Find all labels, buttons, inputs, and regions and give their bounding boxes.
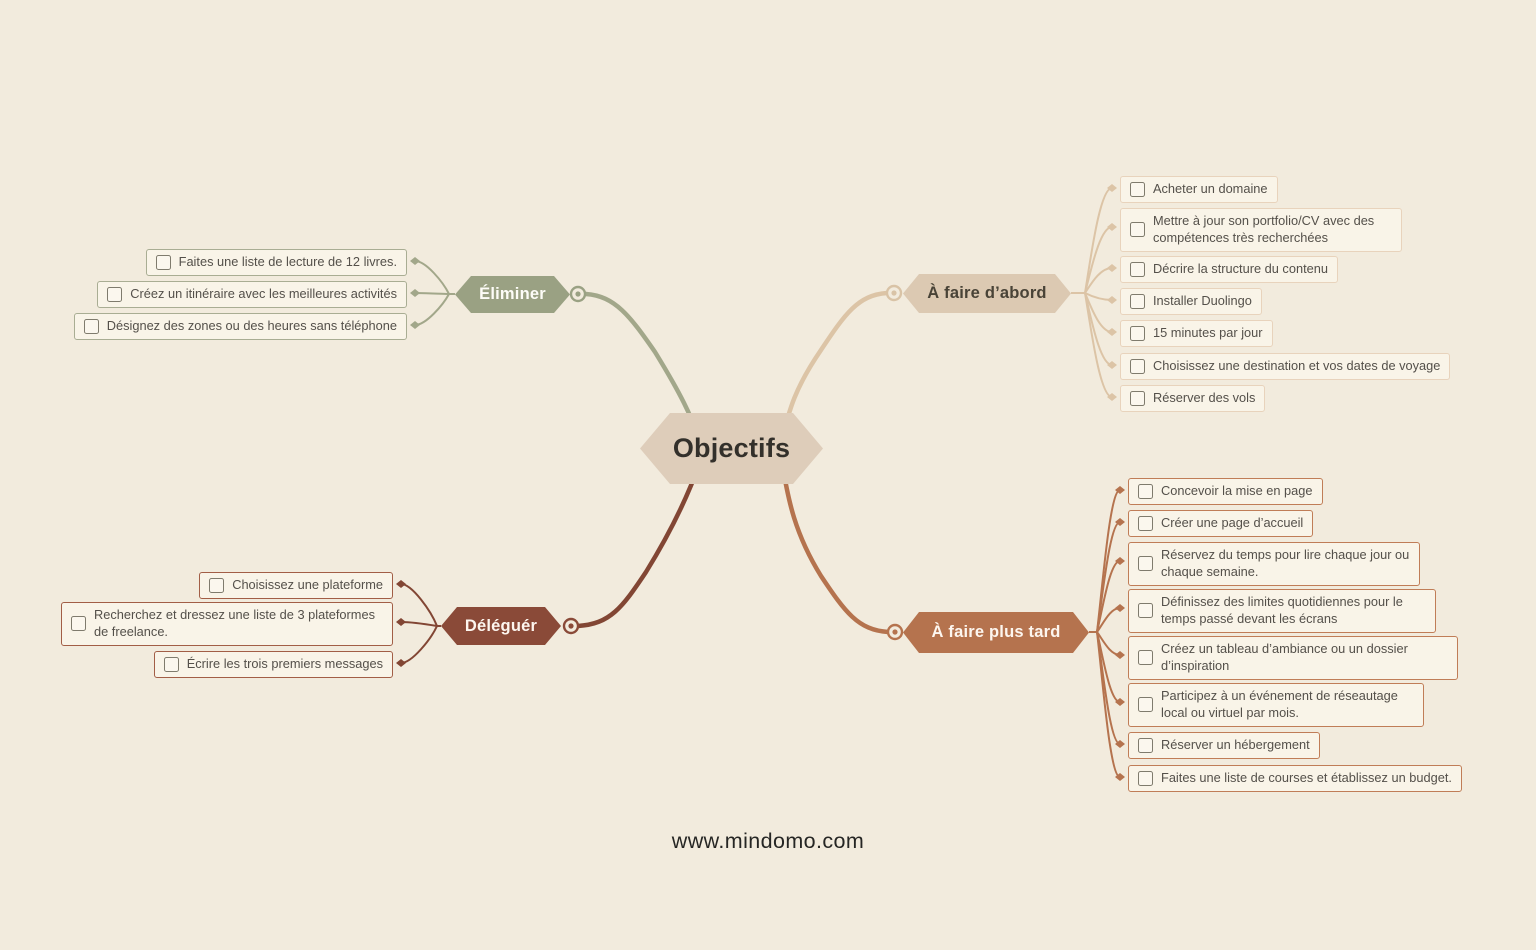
checkbox-icon[interactable] bbox=[83, 318, 99, 334]
branch-node-deleguer[interactable]: Déléguér bbox=[441, 607, 561, 645]
checkbox-icon[interactable] bbox=[1130, 293, 1145, 309]
task-label: Décrire la structure du contenu bbox=[1153, 261, 1328, 276]
collapse-indicator-deleguer[interactable] bbox=[562, 617, 580, 635]
checkbox-icon[interactable] bbox=[163, 656, 179, 672]
task-label: Faites une liste de courses et établisse… bbox=[1161, 770, 1452, 785]
connector-diamonds-a-faire-plus-tard bbox=[1115, 486, 1125, 781]
trunk-a-faire-dabord bbox=[779, 290, 890, 443]
checkbox-icon[interactable] bbox=[209, 577, 225, 593]
collapse-indicator-a-faire-plus-tard[interactable] bbox=[886, 623, 904, 641]
task-label: Réserver des vols bbox=[1153, 390, 1256, 405]
branch-node-a-faire-dabord[interactable]: À faire d’abord bbox=[903, 274, 1071, 313]
task-label: 15 minutes par jour bbox=[1153, 325, 1263, 340]
task-item[interactable]: 15 minutes par jour bbox=[1120, 320, 1273, 347]
checkbox-icon[interactable] bbox=[1138, 770, 1153, 786]
task-label: Concevoir la mise en page bbox=[1161, 483, 1313, 498]
central-topic-label: Objectifs bbox=[672, 433, 791, 463]
task-item[interactable]: Décrire la structure du contenu bbox=[1120, 256, 1338, 283]
checkbox-icon[interactable] bbox=[155, 254, 171, 270]
branch-label: À faire plus tard bbox=[931, 623, 1061, 641]
branch-label: Déléguér bbox=[464, 616, 538, 635]
connector-diamonds-eliminer bbox=[410, 257, 420, 329]
checkbox-icon[interactable] bbox=[1130, 325, 1145, 341]
checkbox-icon[interactable] bbox=[1138, 556, 1153, 572]
checkbox-icon[interactable] bbox=[1130, 261, 1145, 277]
task-item[interactable]: Concevoir la mise en page bbox=[1128, 478, 1323, 505]
task-label: Recherchez et dressez une liste de 3 pla… bbox=[94, 607, 375, 639]
trunk-deleguer bbox=[575, 459, 703, 629]
connector-diamonds-deleguer bbox=[396, 580, 406, 667]
task-label: Écrire les trois premiers messages bbox=[186, 656, 383, 671]
task-item[interactable]: Installer Duolingo bbox=[1120, 288, 1262, 315]
task-item[interactable]: Réserver des vols bbox=[1120, 385, 1266, 412]
task-label: Acheter un domaine bbox=[1153, 181, 1268, 196]
checkbox-icon[interactable] bbox=[1130, 358, 1145, 374]
task-item[interactable]: Créez un itinéraire avec les meilleures … bbox=[97, 281, 407, 308]
checkbox-icon[interactable] bbox=[1130, 222, 1145, 238]
task-item[interactable]: Faites une liste de courses et établisse… bbox=[1128, 765, 1462, 792]
task-item[interactable]: Définissez des limites quotidiennes pour… bbox=[1128, 589, 1436, 633]
collapse-indicators bbox=[562, 284, 904, 641]
checkbox-icon[interactable] bbox=[107, 286, 123, 302]
task-item[interactable]: Créer une page d’accueil bbox=[1128, 510, 1314, 537]
checkbox-icon[interactable] bbox=[1138, 483, 1153, 499]
task-item[interactable]: Recherchez et dressez une liste de 3 pla… bbox=[61, 602, 393, 646]
branch-lines-eliminer bbox=[414, 260, 455, 326]
connector-diamonds-a-faire-dabord bbox=[1107, 184, 1117, 401]
task-label: Participez à un événement de réseautage … bbox=[1161, 688, 1398, 720]
checkbox-icon[interactable] bbox=[1138, 697, 1153, 713]
task-item[interactable]: Faites une liste de lecture de 12 livres… bbox=[145, 249, 407, 276]
task-item[interactable]: Acheter un domaine bbox=[1120, 176, 1278, 203]
branch-node-eliminer[interactable]: Éliminer bbox=[455, 276, 570, 313]
branch-node-a-faire-plus-tard[interactable]: À faire plus tard bbox=[903, 612, 1089, 653]
checkbox-icon[interactable] bbox=[1130, 181, 1145, 197]
task-item[interactable]: Écrire les trois premiers messages bbox=[153, 651, 393, 678]
branch-lines-a-faire-plus-tard bbox=[1089, 489, 1121, 778]
collapse-indicator-a-faire-dabord[interactable] bbox=[885, 284, 903, 302]
task-label: Réserver un hébergement bbox=[1161, 737, 1310, 752]
task-label: Désignez des zones ou des heures sans té… bbox=[106, 318, 397, 333]
collapse-indicator-eliminer[interactable] bbox=[569, 285, 587, 303]
trunk-a-faire-plus-tard bbox=[779, 459, 891, 635]
task-item[interactable]: Réserver un hébergement bbox=[1128, 732, 1320, 759]
checkbox-icon[interactable] bbox=[1138, 603, 1153, 619]
task-label: Créez un tableau d’ambiance ou un dossie… bbox=[1161, 641, 1408, 673]
task-item[interactable]: Désignez des zones ou des heures sans té… bbox=[73, 313, 407, 340]
branch-label: À faire d’abord bbox=[927, 284, 1047, 302]
checkbox-icon[interactable] bbox=[1138, 515, 1153, 531]
task-label: Choisissez une plateforme bbox=[232, 577, 383, 592]
checkbox-icon[interactable] bbox=[1138, 650, 1153, 666]
task-item[interactable]: Mettre à jour son portfolio/CV avec des … bbox=[1120, 208, 1402, 252]
task-label: Faites une liste de lecture de 12 livres… bbox=[178, 254, 397, 269]
task-item[interactable]: Choisissez une plateforme bbox=[199, 572, 393, 599]
task-label: Réservez du temps pour lire chaque jour … bbox=[1161, 547, 1410, 579]
task-item[interactable]: Créez un tableau d’ambiance ou un dossie… bbox=[1128, 636, 1458, 680]
task-label: Mettre à jour son portfolio/CV avec des … bbox=[1153, 213, 1375, 245]
checkbox-icon[interactable] bbox=[71, 616, 86, 632]
branch-lines-a-faire-dabord bbox=[1071, 187, 1113, 398]
task-label: Créez un itinéraire avec les meilleures … bbox=[130, 286, 397, 301]
branch-label: Éliminer bbox=[479, 285, 546, 303]
branch-lines-deleguer bbox=[400, 583, 441, 664]
checkbox-icon[interactable] bbox=[1130, 390, 1145, 406]
watermark: www.mindomo.com bbox=[671, 829, 865, 853]
task-item[interactable]: Participez à un événement de réseautage … bbox=[1128, 683, 1424, 727]
checkbox-icon[interactable] bbox=[1138, 737, 1153, 753]
task-label: Installer Duolingo bbox=[1153, 293, 1252, 308]
task-label: Créer une page d’accueil bbox=[1161, 515, 1304, 530]
task-item[interactable]: Choisissez une destination et vos dates … bbox=[1120, 353, 1451, 380]
task-item[interactable]: Réservez du temps pour lire chaque jour … bbox=[1128, 542, 1420, 586]
central-topic[interactable]: Objectifs bbox=[640, 413, 823, 484]
task-label: Définissez des limites quotidiennes pour… bbox=[1161, 594, 1403, 626]
task-label: Choisissez une destination et vos dates … bbox=[1153, 358, 1441, 373]
